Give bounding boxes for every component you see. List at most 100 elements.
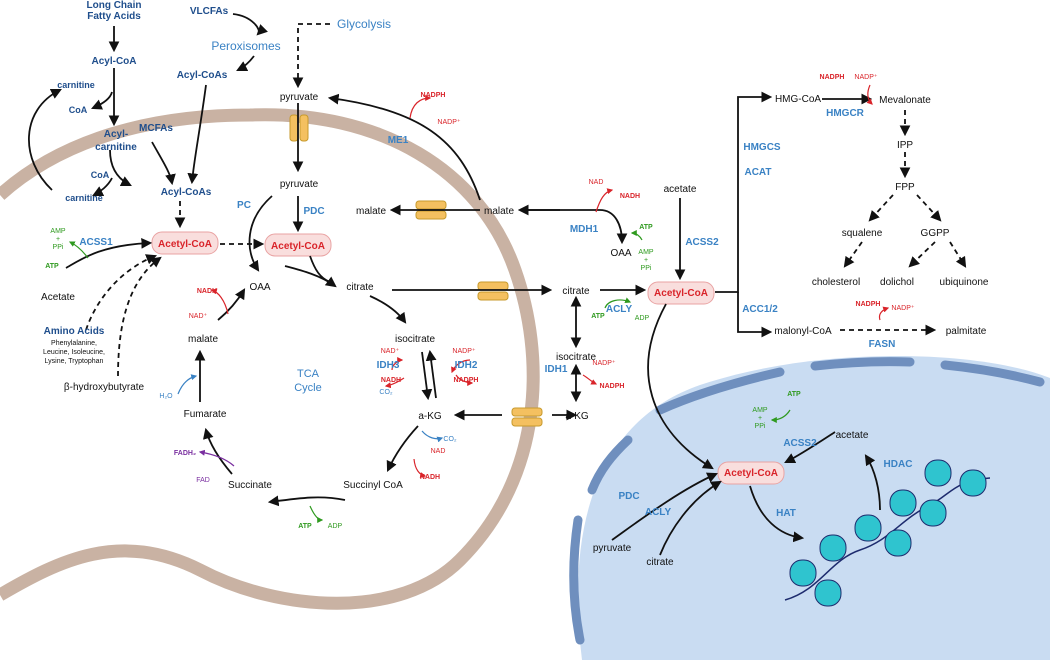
peroxisomes-label: Peroxisomes [211, 39, 280, 53]
ubiquinone-label: ubiquinone [940, 277, 989, 288]
acetyl-coa-box-4 [717, 461, 785, 485]
fad-label: FAD [196, 477, 210, 484]
acly-cyto-label: ACLY [606, 304, 633, 315]
nadph-idh2-label: NADPH [454, 377, 479, 384]
me1-label: ME1 [388, 135, 409, 146]
atp-oaa-label: ATP [639, 224, 653, 231]
malate-out-label: malate [484, 206, 514, 217]
vlcfas-label: VLCFAs [190, 6, 229, 17]
mevalonate-label: Mevalonate [879, 95, 931, 106]
acyl-coa-label: Acyl-CoA [91, 56, 136, 67]
fatty-acids-label: Fatty Acids [87, 11, 141, 22]
fasn-label: FASN [869, 339, 896, 350]
malate-tca-label: malate [188, 334, 218, 345]
amino-acids-line1: Phenylalanine, [51, 340, 97, 347]
squalene-label: squalene [842, 228, 883, 239]
acetyl-coa-box-3 [647, 281, 715, 305]
nadph-hmgcr-label: NADPH [820, 74, 845, 81]
pyruvate-out-label: pyruvate [280, 92, 319, 103]
nadph-me1-label: NADPH [421, 92, 446, 99]
plus-label-left: + [56, 236, 60, 243]
nadh-akg-label: NADH [420, 474, 440, 481]
nad-akg-label: NAD [431, 448, 446, 455]
nadp-idh2-label: NADP⁺ [452, 348, 475, 355]
fumarate-label: Fumarate [184, 409, 227, 420]
akg-cyto-label: a-KG [565, 411, 589, 422]
nadp-idh1-label: NADP⁺ [592, 360, 615, 367]
fadh2-label: FADH₂ [174, 450, 196, 457]
amp-nuc-label: AMP [752, 407, 768, 414]
idh3-label: IDH3 [377, 360, 400, 371]
adp-succ-label: ADP [328, 523, 343, 530]
nadh-malate-label: NADH [197, 288, 217, 295]
acetyl-coa-3-label: Acetyl-CoA [654, 288, 708, 299]
isocitrate-cyto-label: isocitrate [556, 352, 596, 363]
idh1-label: IDH1 [545, 364, 568, 375]
nadp-hmgcr-label: NADP⁺ [854, 74, 877, 81]
acss2-cyto-label: ACSS2 [685, 237, 719, 248]
nadph-fasn-label: NADPH [856, 301, 881, 308]
nadp-me1-label: NADP⁺ [437, 119, 460, 126]
cofactor-arrows [68, 84, 890, 523]
ppi-label-left: PPi [53, 244, 64, 251]
pdc-nuc-label: PDC [618, 491, 639, 502]
transporter-citrate [477, 281, 509, 301]
malonyl-coa-label: malonyl-CoA [774, 326, 832, 337]
citrate-mito-label: citrate [346, 282, 374, 293]
hmgcs-label: HMGCS [743, 142, 781, 153]
ppi-oaa-label: PPi [641, 265, 652, 272]
chromatin [784, 459, 991, 607]
coa-top-label: CoA [69, 105, 88, 115]
acetyl-coa-4-label: Acetyl-CoA [724, 468, 778, 479]
acetate-left-label: Acetate [41, 292, 75, 303]
acss2-nuc-label: ACSS2 [783, 438, 817, 449]
labels: Long Chain Fatty Acids Acyl-CoA carnitin… [41, 0, 989, 568]
nadh-idh3-label: NADH [381, 377, 401, 384]
pyruvate-nuc-label: pyruvate [593, 543, 632, 554]
ggpp-label: GGPP [921, 228, 950, 239]
cholesterol-label: cholesterol [812, 277, 860, 288]
tca-line1: TCA [297, 368, 320, 380]
atp-succ-label: ATP [298, 523, 312, 530]
hdac-label: HDAC [884, 459, 913, 470]
citrate-cyto-label: citrate [562, 286, 590, 297]
nucleosome [789, 459, 987, 607]
mitochondrion-membrane [0, 108, 540, 610]
nad-cyto-label: NAD [589, 179, 604, 186]
adp-acly-label: ADP [635, 315, 650, 322]
nad-malate-label: NAD⁺ [189, 313, 208, 320]
co2-akg-label: CO₂ [443, 436, 457, 443]
acat-label: ACAT [744, 167, 771, 178]
hat-label: HAT [776, 508, 796, 519]
transporter-malate [415, 200, 447, 220]
carnitine-top-label: carnitine [57, 80, 95, 90]
amino-acids-label: Amino Acids [44, 326, 105, 337]
transporter-akg [511, 407, 543, 427]
carnitine-bottom-label: carnitine [65, 193, 103, 203]
hmg-coa-label: HMG-CoA [775, 94, 821, 105]
acetyl-coa-2-label: Acetyl-CoA [271, 241, 325, 252]
acyl-coas-mito-label: Acyl-CoAs [161, 187, 212, 198]
nad-idh3-label: NAD⁺ [381, 348, 400, 355]
acetate-cyto-label: acetate [664, 184, 697, 195]
atp-acly-label: ATP [591, 313, 605, 320]
acc12-label: ACC1/2 [742, 304, 778, 315]
ppi-nuc-label: PPi [755, 423, 766, 430]
co2-idh3-label: CO₂ [379, 389, 393, 396]
acyl-coas-perox-label: Acyl-CoAs [177, 70, 228, 81]
glycolysis-label: Glycolysis [337, 17, 391, 31]
fpp-label: FPP [895, 182, 915, 193]
dolichol-label: dolichol [880, 277, 914, 288]
acetate-nuc-label: acetate [836, 430, 869, 441]
coa-bottom-label: CoA [91, 170, 110, 180]
pathway-arrows [28, 13, 967, 556]
malate-in-label: malate [356, 206, 386, 217]
akg-mito-label: a-KG [418, 411, 442, 422]
bhb-label: β-hydroxybutyrate [64, 382, 145, 393]
atp-label-left: ATP [45, 263, 59, 270]
isocitrate-mito-label: isocitrate [395, 334, 435, 345]
amino-acids-line2: Leucine, Isoleucine, [43, 349, 105, 356]
nadh-cyto-label: NADH [620, 193, 640, 200]
